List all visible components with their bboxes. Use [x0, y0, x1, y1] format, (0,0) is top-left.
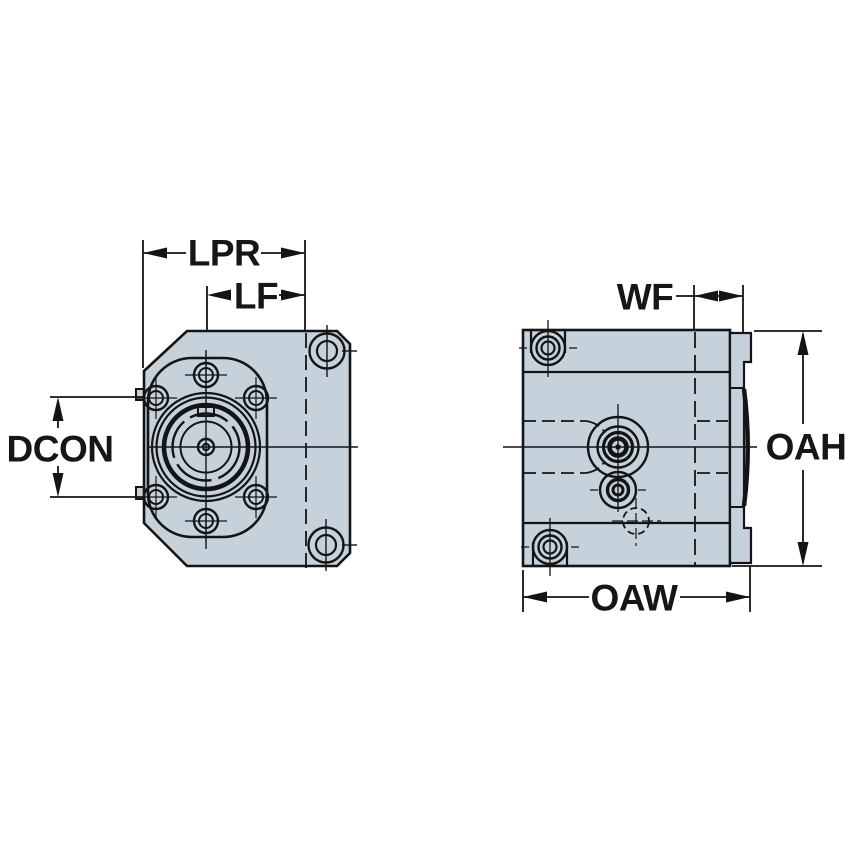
arrowhead [726, 591, 750, 603]
front-view [135, 325, 358, 571]
arrowhead [797, 542, 809, 566]
coupling-boss-outline [146, 356, 269, 539]
dimension-lf: LF [206, 276, 305, 330]
arrowhead [281, 289, 305, 301]
keyway [197, 406, 215, 417]
dim-label-oah: OAH [766, 427, 847, 468]
bolt-hole [235, 476, 277, 518]
dim-label-wf: WF [617, 277, 674, 318]
arrowhead [523, 591, 547, 603]
bolt-hole [235, 377, 277, 419]
dimension-wf: WF [617, 277, 744, 332]
arrowhead [719, 290, 743, 302]
side-flange [728, 331, 753, 565]
dim-label-dcon: DCON [7, 429, 114, 470]
arrowhead [52, 397, 64, 421]
bolt-hole [185, 354, 227, 396]
arrowhead [143, 247, 167, 259]
bolt-hole [185, 500, 227, 542]
dimension-dcon: DCON [7, 396, 144, 498]
arrowhead [52, 473, 64, 497]
front-bolt-holes [135, 354, 277, 542]
dim-label-lpr: LPR [188, 233, 261, 274]
hidden-hole [612, 498, 661, 546]
dimension-lpr: LPR [142, 233, 306, 368]
dimension-annotations: LPR LF DCON WF [7, 233, 847, 619]
dim-label-lf: LF [234, 276, 278, 317]
arrowhead [797, 331, 809, 355]
side-view [503, 320, 757, 576]
front-corner-hole-bottom [307, 519, 345, 571]
dimension-oaw: OAW [522, 566, 751, 619]
side-bolt-bottom [521, 518, 579, 576]
bolt-hole [135, 377, 177, 419]
secondary-screw [590, 470, 646, 510]
dim-label-oaw: OAW [591, 578, 678, 619]
arrowhead [207, 289, 231, 301]
side-bolt-top [519, 320, 577, 377]
dimension-oah: OAH [732, 330, 847, 567]
arrowhead [694, 290, 718, 302]
arrowhead [281, 247, 305, 259]
side-flange-step-lines [730, 387, 744, 508]
front-corner-hole-top [308, 325, 346, 377]
